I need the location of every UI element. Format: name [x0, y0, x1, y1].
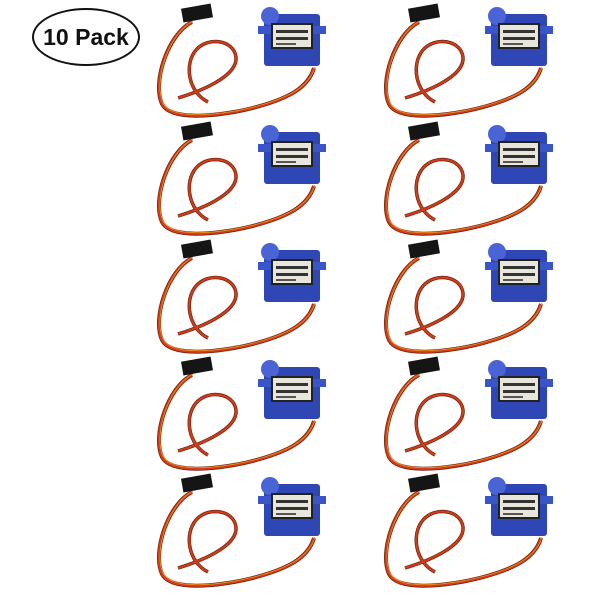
servo-motor	[156, 237, 328, 354]
servo-motor	[383, 471, 555, 588]
servo-motor	[383, 237, 555, 354]
servo-motor	[156, 119, 328, 236]
servo-motor	[383, 119, 555, 236]
servo-motor	[383, 354, 555, 471]
pack-count-badge: 10 Pack	[32, 8, 140, 66]
servo-motor	[156, 354, 328, 471]
servo-motor	[156, 471, 328, 588]
servo-motor	[383, 1, 555, 118]
pack-count-label: 10 Pack	[43, 23, 129, 50]
servo-motor	[156, 1, 328, 118]
